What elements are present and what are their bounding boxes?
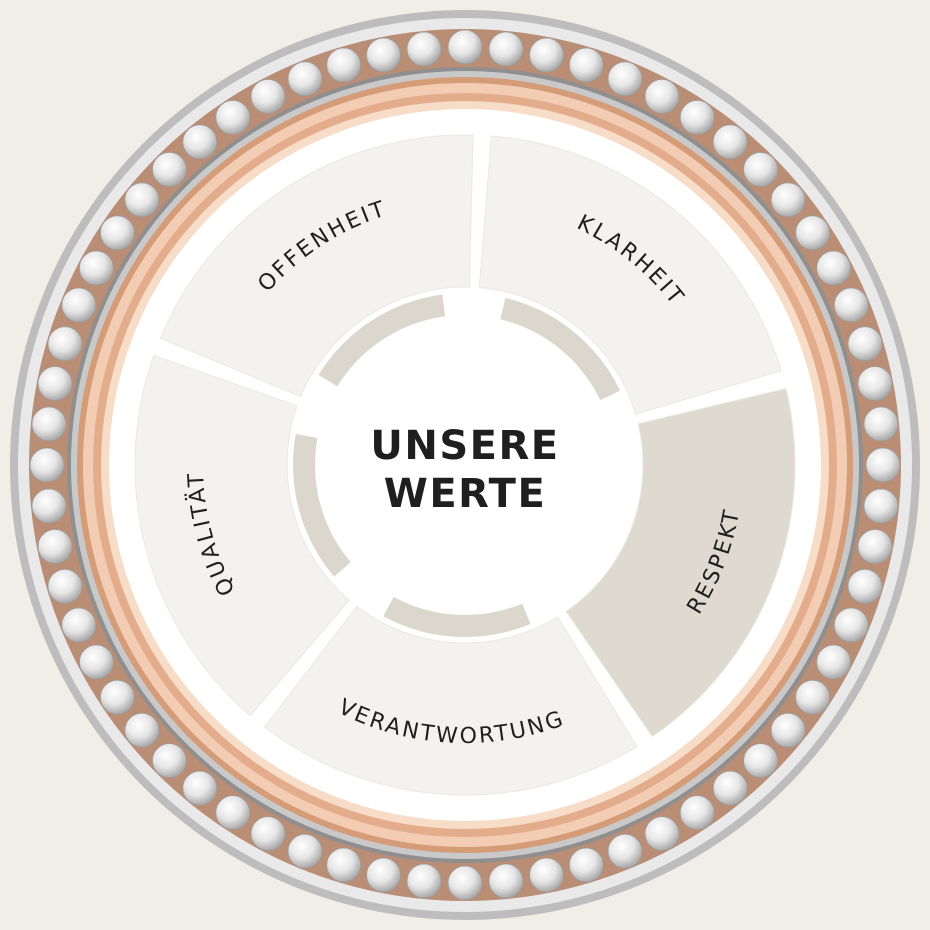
diamond-stone (152, 152, 186, 186)
diamond-stone (771, 713, 805, 747)
diamond-stone (796, 216, 830, 250)
diamond-stone (125, 713, 159, 747)
diamond-stone (100, 216, 134, 250)
diamond-stone (771, 183, 805, 217)
diamond-stone (38, 367, 72, 401)
center-title-line2: WERTE (384, 471, 547, 517)
diamond-stone (744, 152, 778, 186)
diamond-stone (79, 645, 113, 679)
diamond-stone (744, 744, 778, 778)
diamond-stone (864, 489, 898, 523)
diamond-stone (327, 848, 361, 882)
diamond-stone (680, 796, 714, 830)
diamond-stone (834, 608, 868, 642)
diamond-stone (288, 834, 322, 868)
diamond-stone (100, 680, 134, 714)
diamond-stone (152, 744, 186, 778)
diamond-stone (32, 489, 66, 523)
diamond-stone (367, 38, 401, 72)
diamond-stone (645, 817, 679, 851)
diamond-stone (530, 858, 564, 892)
diamond-stone (62, 288, 96, 322)
diamond-stone (569, 848, 603, 882)
diamond-stone (30, 448, 64, 482)
diamond-stone (79, 251, 113, 285)
diamond-stone (848, 327, 882, 361)
diamond-stone (608, 834, 642, 868)
diamond-stone (327, 48, 361, 82)
diamond-stone (216, 796, 250, 830)
diamond-stone (817, 251, 851, 285)
diamond-stone (62, 608, 96, 642)
diamond-stone (448, 866, 482, 900)
diamond-stone (251, 79, 285, 113)
diamond-stone (125, 183, 159, 217)
diamond-stone (866, 448, 900, 482)
diamond-stone (32, 407, 66, 441)
diamond-stone (367, 858, 401, 892)
diamond-stone (251, 817, 285, 851)
diamond-stone (489, 32, 523, 66)
diamond-stone (645, 79, 679, 113)
diamond-stone (713, 771, 747, 805)
diamond-stone (680, 100, 714, 134)
diamond-stone (448, 30, 482, 64)
diamond-stone (864, 407, 898, 441)
diamond-stone (530, 38, 564, 72)
diamond-stone (38, 530, 72, 564)
diamond-stone (834, 288, 868, 322)
diamond-stone (183, 125, 217, 159)
diamond-stone (858, 367, 892, 401)
diamond-stone (848, 569, 882, 603)
diamond-stone (407, 864, 441, 898)
diamond-stone (407, 32, 441, 66)
diamond-stone (288, 62, 322, 96)
diamond-stone (48, 569, 82, 603)
diamond-stone (858, 530, 892, 564)
diamond-stone (796, 680, 830, 714)
diamond-stone (48, 327, 82, 361)
diamond-stone (183, 771, 217, 805)
diamond-stone (608, 62, 642, 96)
diamond-stone (489, 864, 523, 898)
diamond-stone (569, 48, 603, 82)
center-title-line1: UNSERE (370, 423, 559, 469)
diamond-stone (817, 645, 851, 679)
diamond-stone (216, 100, 250, 134)
diamond-stone (713, 125, 747, 159)
